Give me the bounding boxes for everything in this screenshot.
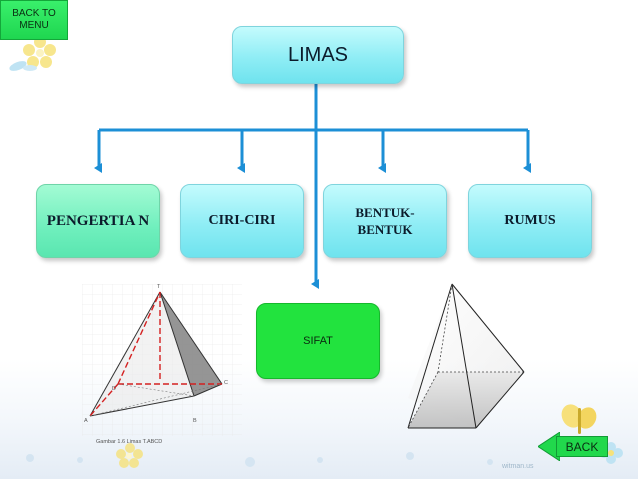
flower-decoration-icon xyxy=(116,443,143,468)
square-pyramid-figure xyxy=(407,283,525,429)
vertex-label-d: D xyxy=(112,386,116,392)
node-rumus[interactable]: RUMUS xyxy=(468,184,592,258)
vertex-label-b: B xyxy=(193,418,197,424)
bubble-decoration-icon xyxy=(26,452,493,467)
butterfly-decoration-icon xyxy=(561,404,597,434)
node-ciri-ciri[interactable]: CIRI-CIRI xyxy=(180,184,304,258)
node-bentuk-bentuk[interactable]: BENTUK-BENTUK xyxy=(323,184,447,258)
vertex-label-t: T xyxy=(157,284,161,290)
back-button[interactable]: BACK xyxy=(556,436,608,457)
figure-caption: Gambar 1.6 Limas T.ABCD xyxy=(96,439,163,445)
back-to-menu-button[interactable]: BACK TO MENU xyxy=(0,0,68,40)
pyramid-tabcd-figure xyxy=(82,284,242,436)
vertex-label-a: A xyxy=(84,418,88,424)
root-node-limas[interactable]: LIMAS xyxy=(232,26,404,84)
vertex-label-c: C xyxy=(224,380,228,386)
node-sifat[interactable]: SIFAT xyxy=(256,303,380,379)
watermark-text: witman.us xyxy=(502,463,534,470)
node-pengertian[interactable]: PENGERTIA N xyxy=(36,184,160,258)
back-arrow-icon[interactable] xyxy=(538,432,560,461)
flower-decoration-icon xyxy=(599,442,623,464)
leaf-decoration-icon xyxy=(9,61,37,71)
